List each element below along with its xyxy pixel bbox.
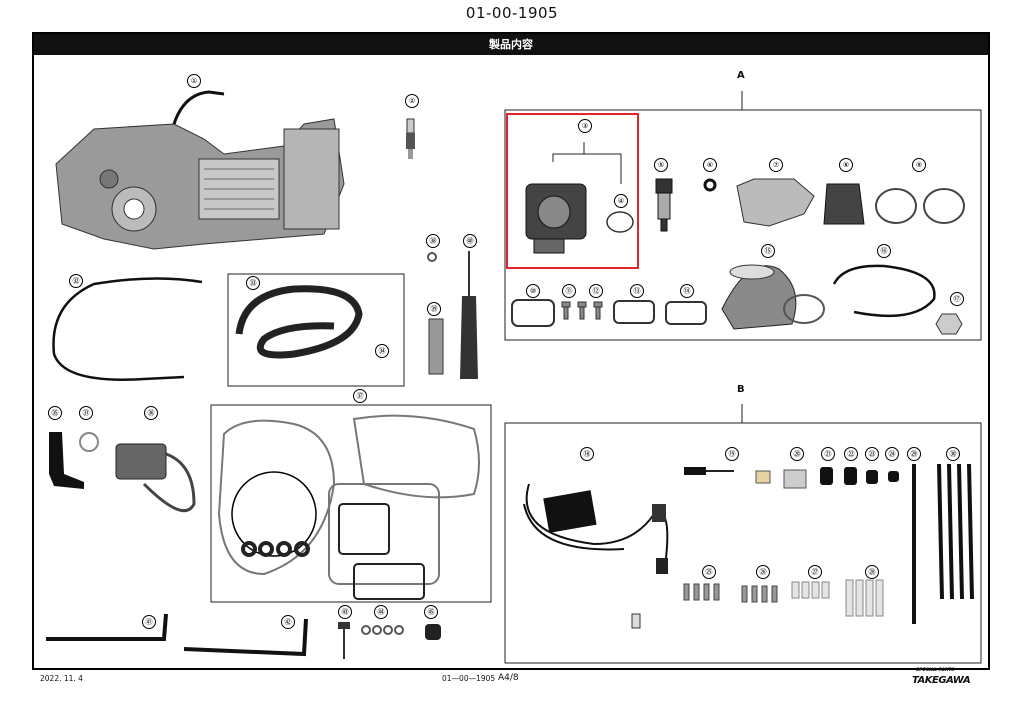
brand-tagline: SPECIAL PARTS <box>916 668 955 673</box>
part-number-1: ① <box>187 74 201 88</box>
part-number-11: ⑪ <box>562 284 576 298</box>
part-number-31: ㉛ <box>79 406 93 420</box>
part-number-18: ⑱ <box>580 447 594 461</box>
gasket-set-illustration <box>217 414 480 585</box>
part-number-37: ㊲ <box>353 389 367 403</box>
part-number-14: ⑭ <box>680 284 694 298</box>
part-number-35: ㉟ <box>48 406 62 420</box>
engine-illustration <box>55 90 345 250</box>
part-number-29: ㉙ <box>907 447 921 461</box>
part-number-15: ⑮ <box>761 244 775 258</box>
brand-logo: TAKEGAWA <box>912 675 971 686</box>
part-number-12: ⑫ <box>589 284 603 298</box>
part-number-25: ㉕ <box>702 565 716 579</box>
spark-plug-illustration <box>406 118 415 159</box>
part-number-19: ⑲ <box>725 447 739 461</box>
ignition-coil-illustration <box>115 443 196 513</box>
part-number-10: ⑩ <box>526 284 540 298</box>
group-b-label: B <box>737 384 745 395</box>
footer-date: 2022. 11. 4 <box>40 674 83 683</box>
part-number-39: ㊴ <box>427 302 441 316</box>
part-number-43: ㊸ <box>338 605 352 619</box>
part-number-30: ㉚ <box>946 447 960 461</box>
part-number-44: ㊹ <box>374 605 388 619</box>
part-number-3: ③ <box>578 119 592 133</box>
part-number-27: ㉗ <box>808 565 822 579</box>
document-code: 01-00-1905 <box>465 4 559 22</box>
part-number-41: ㊶ <box>142 615 156 629</box>
part-number-16: ⑯ <box>877 244 891 258</box>
part-number-21: ㉑ <box>821 447 835 461</box>
group-a-label: A <box>737 70 745 81</box>
part-number-36: ㊱ <box>144 406 158 420</box>
air-filter-illustration <box>721 264 825 330</box>
part-number-40: ㊵ <box>463 234 477 248</box>
wire-harness-illustration <box>523 483 669 629</box>
footer-page: A4/8 <box>498 673 519 683</box>
part-number-23: ㉓ <box>865 447 879 461</box>
part-number-8: ⑧ <box>839 158 853 172</box>
part-number-26: ㉖ <box>756 565 770 579</box>
part-number-20: ⑳ <box>790 447 804 461</box>
part-number-32: ㉜ <box>69 274 83 288</box>
part-number-45: ㊺ <box>424 605 438 619</box>
part-number-34: ㉞ <box>375 344 389 358</box>
part-number-7: ⑦ <box>769 158 783 172</box>
throttle-body-illustration <box>525 183 587 254</box>
part-number-6: ⑥ <box>703 158 717 172</box>
parts-sheet: 製品内容 <box>32 32 990 670</box>
injector-illustration <box>655 178 673 232</box>
part-number-4: ④ <box>614 194 628 208</box>
parts-illustration <box>46 90 982 664</box>
footer-code: 01—00—1905 <box>442 674 496 683</box>
part-number-28: ㉘ <box>865 565 879 579</box>
part-number-24: ㉔ <box>885 447 899 461</box>
part-number-9: ⑨ <box>912 158 926 172</box>
section-header: 製品内容 <box>34 34 988 55</box>
part-number-13: ⑬ <box>630 284 644 298</box>
part-number-5: ⑤ <box>654 158 668 172</box>
part-number-38: ㊳ <box>426 234 440 248</box>
part-number-2: ② <box>405 94 419 108</box>
part-number-17: ⑰ <box>950 292 964 306</box>
part-number-22: ㉒ <box>844 447 858 461</box>
part-number-33: ㉝ <box>246 276 260 290</box>
part-number-42: ㊷ <box>281 615 295 629</box>
